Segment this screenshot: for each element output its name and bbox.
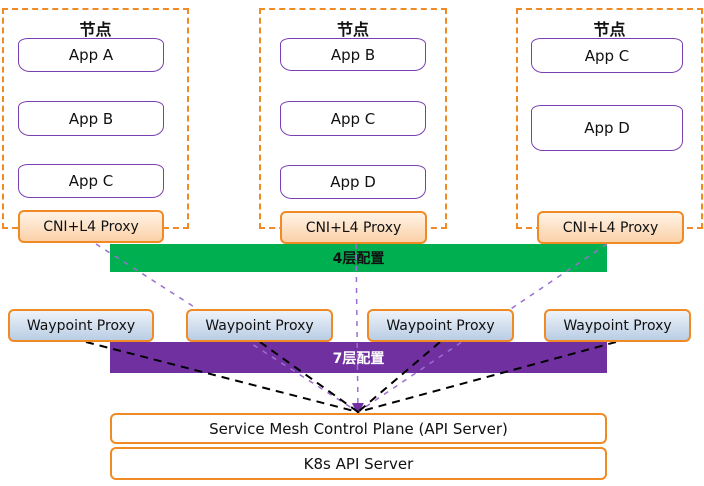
waypoint-label: Waypoint Proxy	[563, 317, 672, 334]
app-label: App A	[68, 46, 114, 64]
layer4-config-label: 4层配置	[332, 251, 385, 267]
waypoint-proxy[interactable]: Waypoint Proxy	[8, 309, 154, 342]
waypoint-label: Waypoint Proxy	[205, 317, 314, 334]
app-box[interactable]: App C	[531, 38, 683, 73]
app-label: App B	[68, 109, 114, 128]
app-label: App D	[584, 119, 630, 137]
proxy-label: CNI+L4 Proxy	[43, 218, 139, 235]
app-box[interactable]: App D	[280, 165, 426, 199]
waypoint-label: Waypoint Proxy	[386, 317, 495, 334]
waypoint-proxy[interactable]: Waypoint Proxy	[367, 309, 514, 342]
cni-l4-proxy[interactable]: CNI+L4 Proxy	[280, 211, 427, 244]
app-label: App B	[330, 45, 376, 64]
app-box[interactable]: App C	[280, 101, 426, 136]
app-box[interactable]: App C	[18, 164, 164, 198]
app-label: App C	[330, 109, 376, 128]
layer4-config-bar: 4层配置	[110, 244, 607, 272]
waypoint-proxy[interactable]: Waypoint Proxy	[186, 309, 333, 342]
proxy-label: CNI+L4 Proxy	[562, 219, 659, 236]
layer7-config-bar: 7层配置	[110, 342, 607, 373]
control-plane-label: Service Mesh Control Plane (API Server)	[209, 419, 508, 438]
waypoint-label: Waypoint Proxy	[26, 317, 136, 334]
node-title: 节点	[79, 20, 112, 39]
k8s-api-server-box[interactable]: K8s API Server	[110, 447, 607, 480]
app-box[interactable]: App D	[531, 105, 683, 151]
cni-l4-proxy[interactable]: CNI+L4 Proxy	[18, 210, 164, 243]
app-label: App D	[330, 173, 376, 191]
node-title: 节点	[336, 20, 369, 39]
app-label: App C	[68, 172, 114, 190]
app-box[interactable]: App B	[18, 101, 164, 136]
proxy-label: CNI+L4 Proxy	[305, 219, 402, 236]
app-box[interactable]: App B	[280, 38, 426, 71]
layer7-config-label: 7层配置	[332, 350, 385, 367]
cni-l4-proxy[interactable]: CNI+L4 Proxy	[537, 211, 684, 244]
app-box[interactable]: App A	[18, 38, 164, 72]
node-title: 节点	[593, 20, 626, 39]
waypoint-proxy[interactable]: Waypoint Proxy	[544, 309, 691, 342]
k8s-api-server-label: K8s API Server	[303, 454, 414, 473]
app-label: App C	[584, 46, 630, 65]
control-plane-box[interactable]: Service Mesh Control Plane (API Server)	[110, 413, 607, 444]
